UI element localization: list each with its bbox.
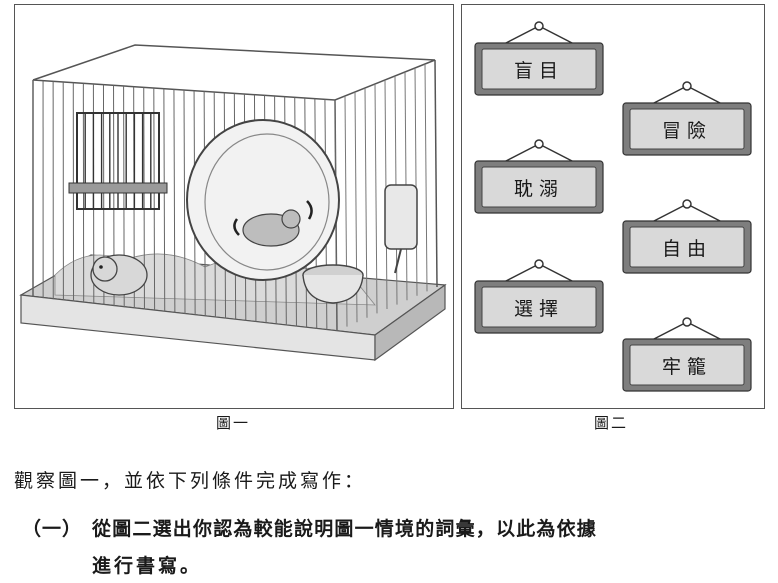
sign-word: 盲目	[513, 60, 564, 82]
sign-word: 選擇	[513, 298, 564, 320]
sign-frame	[474, 259, 604, 334]
sign-word: 牢籠	[661, 356, 712, 378]
writing-instruction: 觀察圖一，並依下列條件完成寫作：	[14, 470, 367, 492]
word-sign: 耽溺	[474, 137, 604, 215]
sign-word: 自由	[661, 238, 712, 260]
item-text-line1: 從圖二選出你認為較能說明圖一情境的詞彙，以此為依據	[92, 518, 598, 540]
hamster-cage-illustration	[19, 44, 447, 362]
sign-frame	[474, 139, 604, 214]
item-text-line2: 進行書寫。	[92, 555, 203, 577]
word-sign: 盲目	[474, 19, 604, 97]
figure2-caption: 圖二	[594, 414, 629, 432]
sign-frame	[622, 199, 752, 274]
word-sign: 自由	[622, 197, 752, 275]
figure2-panel: 盲目 冒險 耽溺 自由	[461, 4, 765, 409]
sign-word: 冒險	[661, 120, 712, 142]
figure1-panel	[14, 4, 454, 409]
item-marker: （一）	[22, 518, 83, 540]
sign-frame	[474, 21, 604, 96]
cage-tray-side	[374, 283, 446, 362]
water-bottle	[384, 184, 418, 250]
sign-frame	[622, 317, 752, 392]
word-sign: 牢籠	[622, 315, 752, 393]
word-sign: 冒險	[622, 79, 752, 157]
word-sign: 選擇	[474, 257, 604, 335]
figure1-caption: 圖一	[216, 414, 251, 432]
sign-frame	[622, 81, 752, 156]
exercise-wheel	[186, 119, 340, 281]
sign-word: 耽溺	[513, 178, 564, 200]
